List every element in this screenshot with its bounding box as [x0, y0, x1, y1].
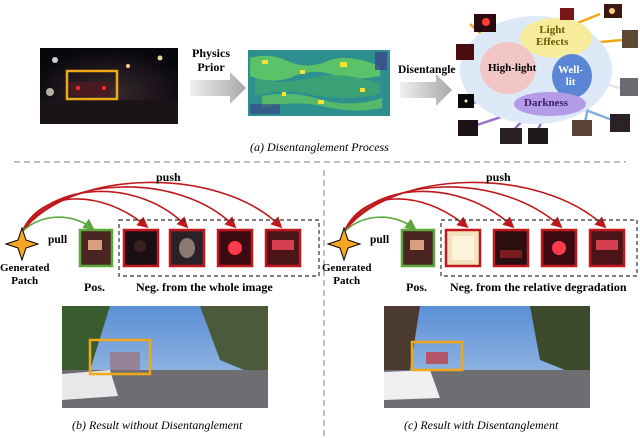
right-push-label: push — [486, 170, 511, 184]
left-neg-patch-1 — [122, 228, 160, 268]
night-image-highlight-box — [65, 69, 119, 101]
right-pos-patch — [400, 228, 436, 268]
left-generated-patch-label: Generated Patch — [0, 262, 50, 287]
right-result-image — [384, 306, 590, 408]
left-generated-patch-star — [4, 226, 40, 262]
right-neg-patch-3 — [540, 228, 578, 268]
caption-b: (b) Result without Disentanglement — [72, 418, 243, 432]
left-neg-label: Neg. from the whole image — [136, 280, 273, 294]
left-push-label: push — [156, 170, 181, 184]
blob-darkness — [514, 92, 586, 116]
right-pull-label: pull — [370, 234, 390, 246]
right-pos-label: Pos. — [406, 280, 427, 294]
right-generated-patch-star — [326, 226, 362, 262]
blob-high-light — [480, 42, 536, 94]
gray-arrow-physics — [190, 72, 246, 104]
darkness-label: Darkness — [524, 97, 569, 109]
night-street-image — [40, 48, 178, 124]
left-neg-group — [118, 219, 320, 277]
left-pull-label: pull — [48, 234, 68, 246]
caption-a: (a) Disentanglement Process — [250, 140, 389, 154]
right-neg-patch-1 — [444, 228, 482, 268]
left-result-image — [62, 306, 268, 408]
disentangle-label: Disentangle — [398, 64, 456, 76]
right-neg-patch-2 — [492, 228, 530, 268]
right-neg-patch-4 — [588, 228, 626, 268]
high-light-label: High-light — [488, 62, 537, 74]
left-result-highlight-box — [88, 338, 152, 376]
left-neg-patch-2 — [168, 228, 206, 268]
left-neg-patch-3 — [216, 228, 254, 268]
caption-c: (c) Result with Disentanglement — [404, 418, 559, 432]
right-neg-group — [440, 219, 638, 277]
right-result-highlight-box — [410, 340, 464, 372]
light-effects-label: Light Effects — [536, 24, 569, 48]
blob-well-lit — [552, 54, 592, 98]
well-lit-label: Well- lit — [558, 64, 584, 88]
physics-prior-label: Physics Prior — [192, 46, 231, 74]
left-neg-patch-4 — [264, 228, 302, 268]
left-pos-label: Pos. — [84, 280, 105, 294]
disentangle-cluster — [456, 4, 638, 144]
right-generated-patch-label: Generated Patch — [322, 262, 372, 287]
right-neg-label: Neg. from the relative degradation — [450, 280, 627, 294]
physics-prior-map — [248, 50, 390, 116]
blob-light-effects — [520, 18, 592, 58]
right-push-arrows — [343, 181, 607, 233]
left-pos-patch — [78, 228, 114, 268]
left-push-arrows — [21, 181, 283, 233]
gray-arrow-disentangle — [400, 74, 452, 106]
